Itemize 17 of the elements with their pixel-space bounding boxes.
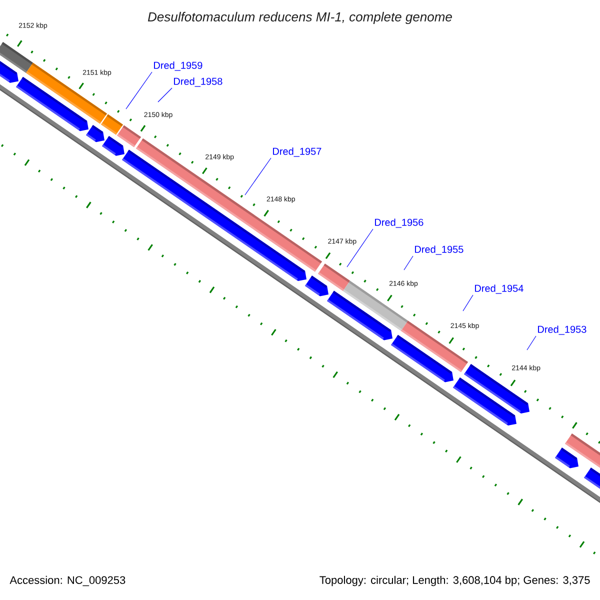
leader-line (526, 336, 536, 350)
gene-label: Dred_1954 (475, 284, 524, 294)
leader-line (346, 228, 374, 268)
gene-label: Dred_1957 (273, 148, 322, 157)
leader-line (244, 158, 272, 196)
leader-line (158, 88, 172, 102)
gene-label: Dred_1953 (538, 326, 586, 335)
title: Desulfotomaculum reducens MI-1, complete genome (148, 12, 452, 24)
leader-line (462, 294, 474, 312)
footer-text: Accession: NC_009253 (10, 576, 126, 586)
gene-label: Dred_1956 (375, 218, 424, 228)
footer-text: Topology: circular; Length: 3,608,104 bp; Genes: 3,375 (320, 576, 590, 586)
leader-line (126, 72, 152, 110)
gene-label: Dred_1955 (415, 246, 464, 255)
leader-line (404, 256, 414, 270)
gene-label: Dred_1959 (154, 62, 202, 71)
gene-label: Dred_1958 (174, 78, 222, 87)
